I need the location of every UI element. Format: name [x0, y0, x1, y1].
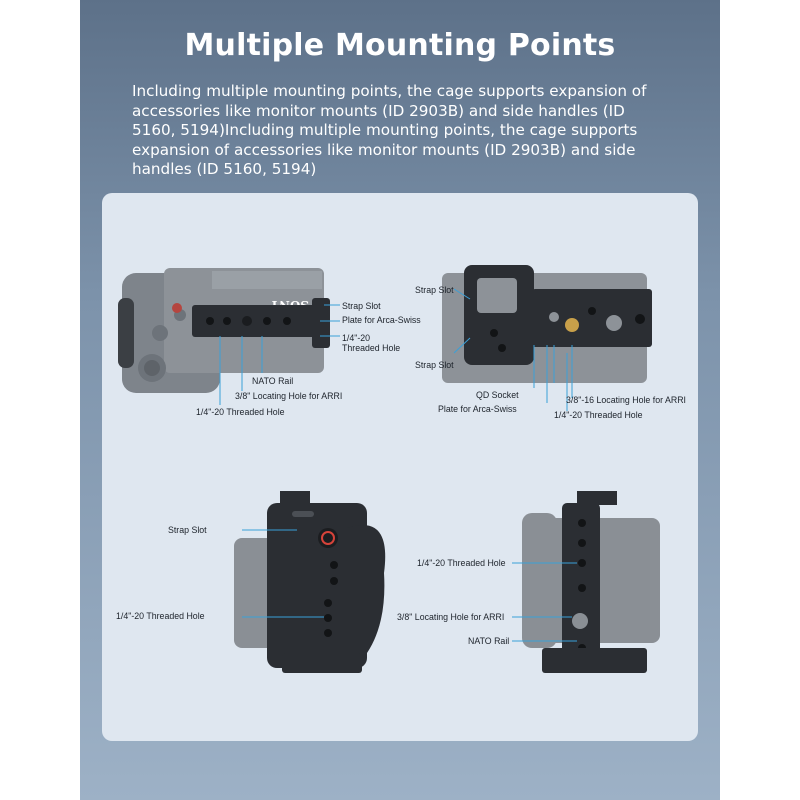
label-strap-slot-tl: Strap Slot [342, 301, 381, 311]
label-strap-slot-tr-1: Strap Slot [415, 285, 454, 295]
page-title: Multiple Mounting Points [184, 28, 616, 63]
label-strap-slot-tr-2: Strap Slot [415, 360, 454, 370]
description-text: Including multiple mounting points, the … [132, 82, 647, 178]
label-threaded-hole-bl: 1/4"-20 Threaded Hole [116, 611, 205, 621]
label-threaded-hole-tr: 1/4"-20 Threaded Hole [554, 410, 643, 420]
product-poster: Multiple Mounting Points Including multi… [80, 0, 720, 800]
label-strap-slot-bl: Strap Slot [168, 525, 207, 535]
label-quarter-20-a-tl: 1/4"-20 [342, 333, 371, 343]
mounting-points-panel: SONY [102, 193, 698, 741]
label-arri-hole-tr: 3/8"-16 Locating Hole for ARRI [566, 395, 686, 405]
label-qd-socket-tr: QD Socket [476, 390, 519, 400]
label-arri-hole-br: 3/8" Locating Hole for ARRI [397, 612, 505, 622]
top-left-camera-view: SONY [118, 268, 340, 405]
label-arca-plate-tl: Plate for Arca-Swiss [342, 315, 421, 325]
camera-cage-illustrations: SONY [118, 265, 660, 673]
label-threaded-hole-br: 1/4"-20 Threaded Hole [417, 558, 506, 568]
label-nato-rail-tl: NATO Rail [252, 376, 294, 386]
label-arca-plate-tr: Plate for Arca-Swiss [438, 404, 517, 414]
label-arri-hole-tl: 3/8" Locating Hole for ARRI [235, 391, 343, 401]
bottom-right-cage-view [512, 491, 660, 673]
label-threaded-hole-tl: 1/4"-20 Threaded Hole [196, 407, 285, 417]
top-right-cage-view [442, 265, 652, 411]
label-quarter-20-b-tl: Threaded Hole [342, 343, 401, 353]
label-nato-rail-br: NATO Rail [468, 636, 510, 646]
bottom-left-cage-view [234, 491, 386, 673]
